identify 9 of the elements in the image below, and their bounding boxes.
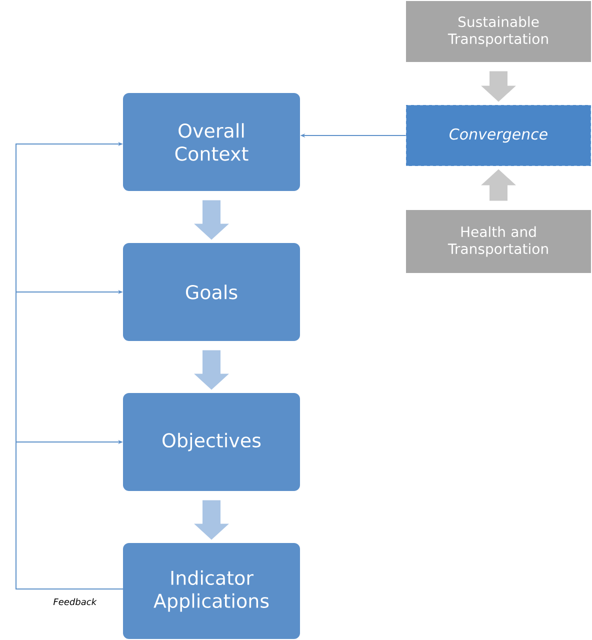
process-box: Indicator Applications [123,543,300,639]
input-box: Health and Transportation [406,210,591,273]
process-box: Overall Context [123,93,300,191]
edge-label: Feedback [53,598,97,606]
process-box: Convergence [406,104,592,166]
process-box: Goals [123,243,300,341]
input-box: Sustainable Transportation [406,1,591,62]
process-box: Objectives [123,393,300,491]
arrow [16,440,124,590]
